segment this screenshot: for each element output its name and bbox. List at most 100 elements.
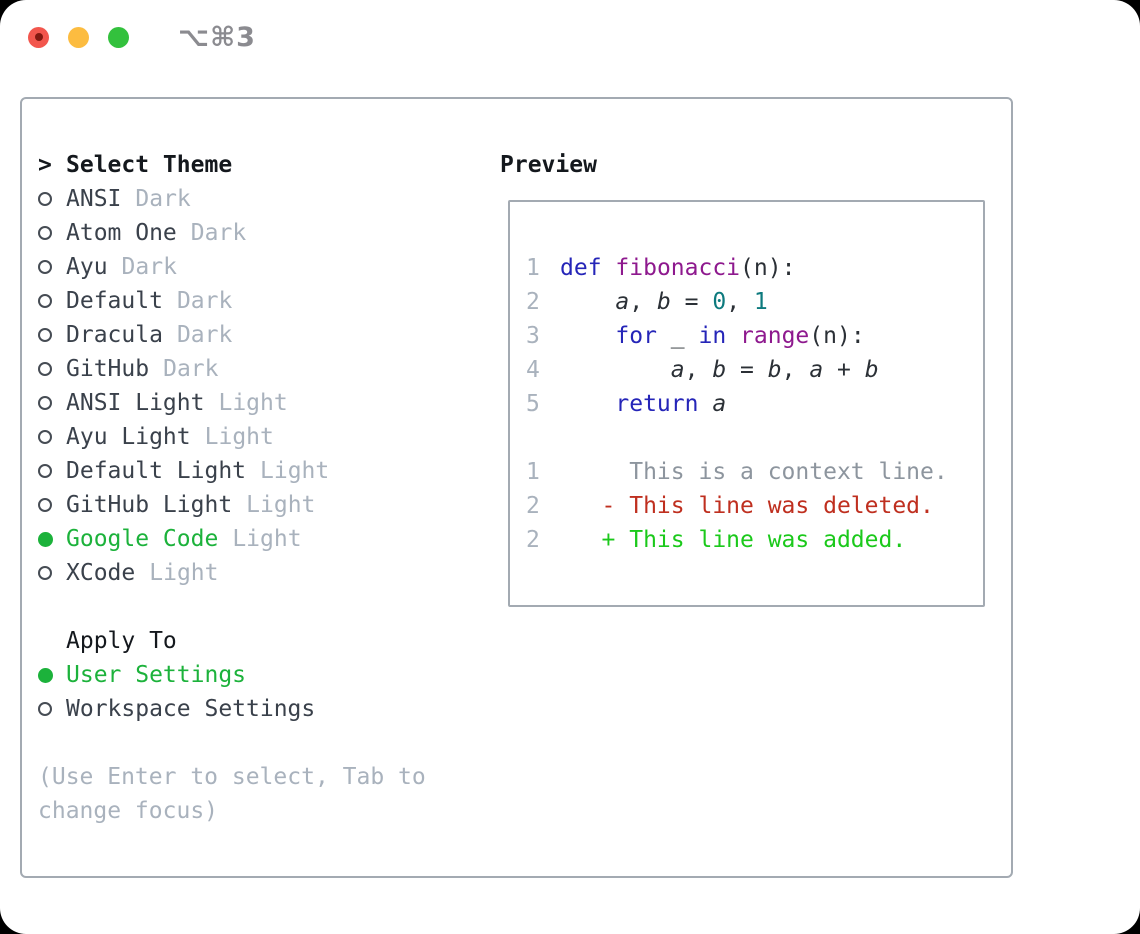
code-line: 2 - This line was deleted. — [526, 489, 983, 523]
code-segment — [602, 255, 616, 281]
code-segment: _ — [656, 323, 699, 349]
theme-option-ansi-light[interactable]: ANSI Light Light — [38, 386, 329, 420]
theme-variant-tag: Light — [218, 390, 288, 416]
theme-list: > Select Theme ANSI Dark Atom One Dark A… — [38, 148, 329, 590]
theme-option-ayu-dark[interactable]: Ayu Dark — [38, 250, 329, 284]
code-segment: , — [629, 289, 657, 315]
theme-list-title: Select Theme — [66, 152, 233, 178]
code-segment: fibonacci — [615, 255, 741, 281]
line-number: 1 — [526, 255, 540, 281]
help-text: (Use Enter to select, Tab to change focu… — [38, 760, 426, 828]
code-segment: = — [670, 289, 713, 315]
code-segment: a — [809, 357, 824, 383]
theme-variant-tag: Dark — [135, 186, 191, 212]
code-line: 1 This is a context line. — [526, 455, 983, 489]
theme-name: XCode — [66, 560, 136, 586]
code-segment: (n): — [740, 255, 796, 281]
apply-option-label: User Settings — [66, 662, 247, 688]
theme-name: Atom One — [66, 220, 177, 246]
radio-icon — [38, 294, 66, 308]
code-line — [526, 421, 983, 455]
theme-option-dracula-dark[interactable]: Dracula Dark — [38, 318, 329, 352]
code-segment: = — [726, 357, 768, 383]
code-segment: , — [781, 357, 810, 383]
apply-to-title: Apply To — [66, 628, 177, 654]
theme-variant-tag: Dark — [121, 254, 177, 280]
line-number: 4 — [526, 357, 540, 383]
theme-variant-tag: Light — [149, 560, 219, 586]
focus-caret-icon: > — [38, 152, 52, 178]
theme-option-xcode[interactable]: XCode Light — [38, 556, 329, 590]
code-segment: b — [864, 357, 879, 383]
theme-option-github-dark[interactable]: GitHub Dark — [38, 352, 329, 386]
code-segment: a — [670, 357, 685, 383]
line-number: 1 — [526, 459, 540, 485]
theme-name: Google Code — [66, 526, 219, 552]
theme-variant-tag: Light — [204, 424, 274, 450]
code-segment: b — [767, 357, 782, 383]
theme-variant-tag: Dark — [190, 220, 247, 246]
theme-name: GitHub — [66, 356, 150, 382]
line-number: 2 — [526, 289, 540, 315]
zoom-button[interactable] — [108, 26, 129, 48]
code-segment: a — [712, 391, 727, 417]
radio-icon-selected — [38, 667, 66, 683]
code-segment: b — [712, 357, 727, 383]
radio-icon — [38, 430, 66, 444]
code-segment: (n): — [809, 323, 865, 349]
code-segment: , — [684, 357, 713, 383]
radio-icon — [38, 226, 66, 240]
minimize-button[interactable] — [68, 26, 89, 48]
theme-option-atom-one-dark[interactable]: Atom One Dark — [38, 216, 329, 250]
code-segment: + — [823, 357, 865, 383]
theme-option-google-code[interactable]: Google Code Light — [38, 522, 329, 556]
code-segment: This is a context line. — [560, 459, 948, 485]
window-title: ⌥⌘3 — [178, 21, 256, 53]
code-line: 2 a, b = 0, 1 — [526, 285, 983, 319]
code-segment — [560, 527, 602, 553]
theme-name: ANSI — [66, 186, 122, 212]
help-text-line1: (Use Enter to select, Tab to — [38, 764, 426, 790]
theme-variant-tag: Dark — [176, 288, 233, 314]
theme-option-default-dark[interactable]: Default Dark — [38, 284, 329, 318]
apply-to-section: Apply To User Settings Workspace Setting… — [38, 624, 315, 726]
code-segment — [560, 289, 615, 315]
line-number: 2 — [526, 527, 540, 553]
theme-list-header: > Select Theme — [38, 148, 329, 182]
line-number: 5 — [526, 391, 540, 417]
theme-name: GitHub Light — [66, 492, 233, 518]
code-segment — [560, 391, 615, 417]
preview-title: Preview — [500, 152, 597, 178]
apply-option-workspace-settings[interactable]: Workspace Settings — [38, 692, 315, 726]
line-number: 3 — [526, 323, 540, 349]
code-segment: return — [615, 391, 699, 417]
radio-icon — [38, 328, 66, 342]
close-button[interactable] — [28, 26, 49, 48]
radio-icon — [38, 362, 66, 376]
theme-variant-tag: Light — [246, 492, 316, 518]
radio-icon — [38, 566, 66, 580]
theme-option-github-light[interactable]: GitHub Light Light — [38, 488, 329, 522]
theme-variant-tag: Light — [232, 526, 302, 552]
code-line: 2 + This line was added. — [526, 523, 983, 557]
titlebar: ⌥⌘3 — [28, 22, 256, 53]
theme-option-default-light[interactable]: Default Light Light — [38, 454, 329, 488]
code-segment: 1 — [753, 289, 768, 315]
code-segment: a — [615, 289, 630, 315]
theme-name: Default Light — [66, 458, 247, 484]
radio-icon — [38, 702, 66, 716]
radio-icon — [38, 260, 66, 274]
code-line: 5 return a — [526, 387, 983, 421]
code-segment — [560, 493, 602, 519]
apply-option-label: Workspace Settings — [66, 696, 316, 722]
code-segment — [560, 357, 671, 383]
code-segment: 0 — [712, 289, 727, 315]
theme-option-ayu-light[interactable]: Ayu Light Light — [38, 420, 329, 454]
code-line: 4 a, b = b, a + b — [526, 353, 983, 387]
theme-option-ansi-dark[interactable]: ANSI Dark — [38, 182, 329, 216]
code-segment: in — [698, 323, 727, 349]
apply-option-user-settings[interactable]: User Settings — [38, 658, 315, 692]
help-text-line2: change focus) — [38, 798, 219, 824]
